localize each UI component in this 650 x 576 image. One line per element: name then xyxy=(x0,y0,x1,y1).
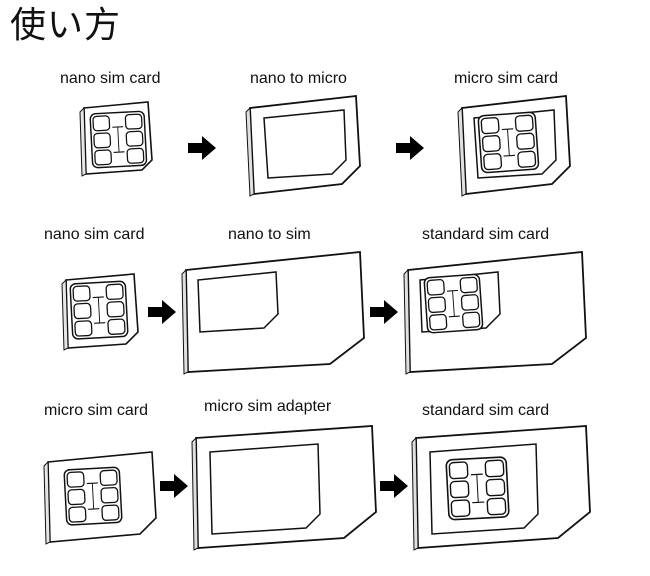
row3-from-label: micro sim card xyxy=(44,402,149,419)
row3-adapter-label: micro sim adapter xyxy=(204,398,332,415)
row1-from-label: nano sim card xyxy=(60,70,161,87)
row1-arrow-2-icon xyxy=(396,136,424,160)
row3-arrow-1-icon xyxy=(160,474,188,498)
row3-result-label: standard sim card xyxy=(422,402,550,419)
diagram-panel: nano sim card nano to micro micro sim ca… xyxy=(14,56,638,568)
row2-from-label: nano sim card xyxy=(44,226,145,243)
row1-arrow-1-icon xyxy=(188,136,216,160)
row2-arrow-2-icon xyxy=(370,300,398,324)
row2-result-label: standard sim card xyxy=(422,226,550,243)
row1-adapter-icon xyxy=(245,94,361,197)
row1-nano-sim-icon xyxy=(79,101,153,177)
row1-adapter-label: nano to micro xyxy=(250,70,347,87)
row2-nano-sim-icon xyxy=(61,273,139,351)
row3-standard-sim-icon xyxy=(411,425,591,551)
row1-micro-sim-icon xyxy=(457,94,571,197)
row3-arrow-2-icon xyxy=(380,474,408,498)
row3-adapter-icon xyxy=(191,425,377,551)
row2-adapter-label: nano to sim xyxy=(228,226,311,243)
page-title: 使い方 xyxy=(10,5,122,46)
row1-result-label: micro sim card xyxy=(454,70,559,87)
row3-micro-sim-icon xyxy=(43,451,157,545)
diagram-illustration xyxy=(43,94,591,551)
row2-standard-sim-icon xyxy=(403,251,587,375)
row2-arrow-1-icon xyxy=(148,300,176,324)
row2-adapter-icon xyxy=(181,251,365,375)
